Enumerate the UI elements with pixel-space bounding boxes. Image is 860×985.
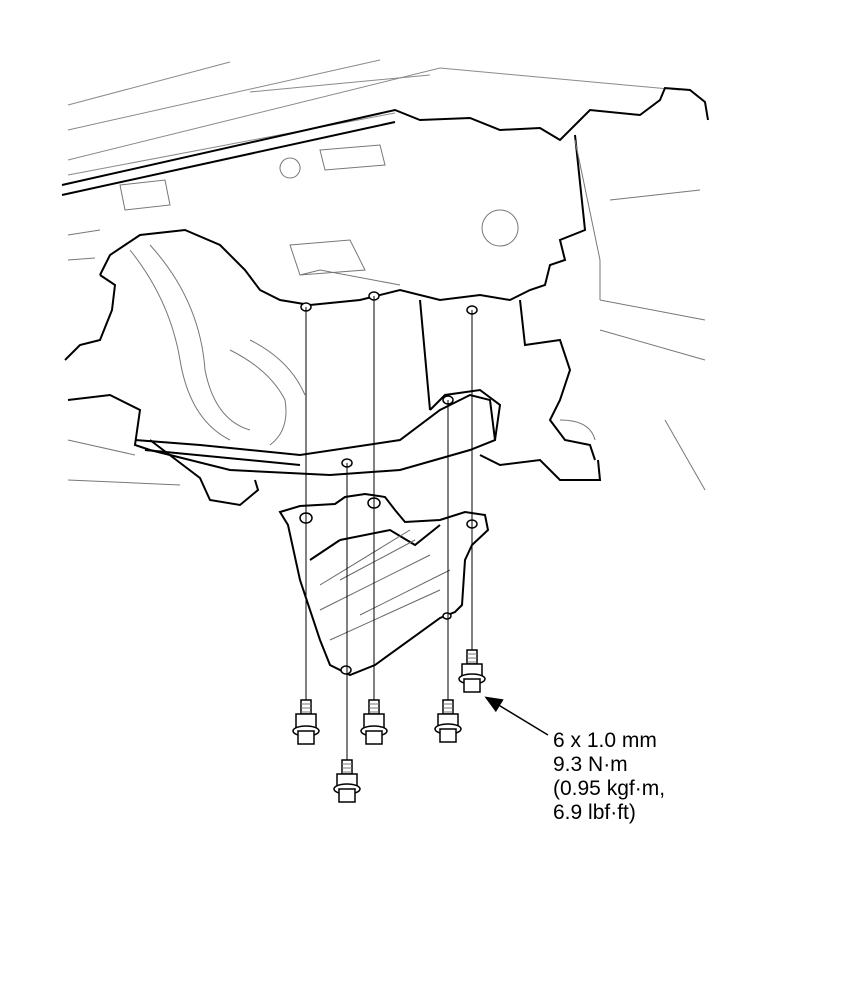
splash-shield-ribs <box>319 529 451 641</box>
engine-bay-detail <box>67 139 706 491</box>
bolt-5 <box>458 649 486 693</box>
torque-nm-label: 9.3 N·m <box>553 753 628 776</box>
bolt-3 <box>434 699 462 743</box>
bolt-2 <box>360 699 388 745</box>
upper-body-panel <box>67 59 681 176</box>
bolt-size-label: 6 x 1.0 mm <box>553 729 657 752</box>
torque-kgfm-label: (0.95 kgf·m, <box>553 777 666 800</box>
callout-arrow <box>484 696 549 736</box>
bolt-4 <box>333 759 361 803</box>
bolt-torque-spec: 6 x 1.0 mm 9.3 N·m (0.95 kgf·m, 6.9 lbf·… <box>553 729 665 825</box>
alignment-lines <box>305 296 473 760</box>
torque-lbfft-label: 6.9 lbf·ft) <box>553 801 636 824</box>
vehicle-underbody <box>61 86 709 507</box>
bolt-1 <box>292 699 320 745</box>
splash-shield <box>278 492 490 677</box>
mounting-holes <box>299 291 478 675</box>
subframe-crossmember <box>134 393 496 466</box>
